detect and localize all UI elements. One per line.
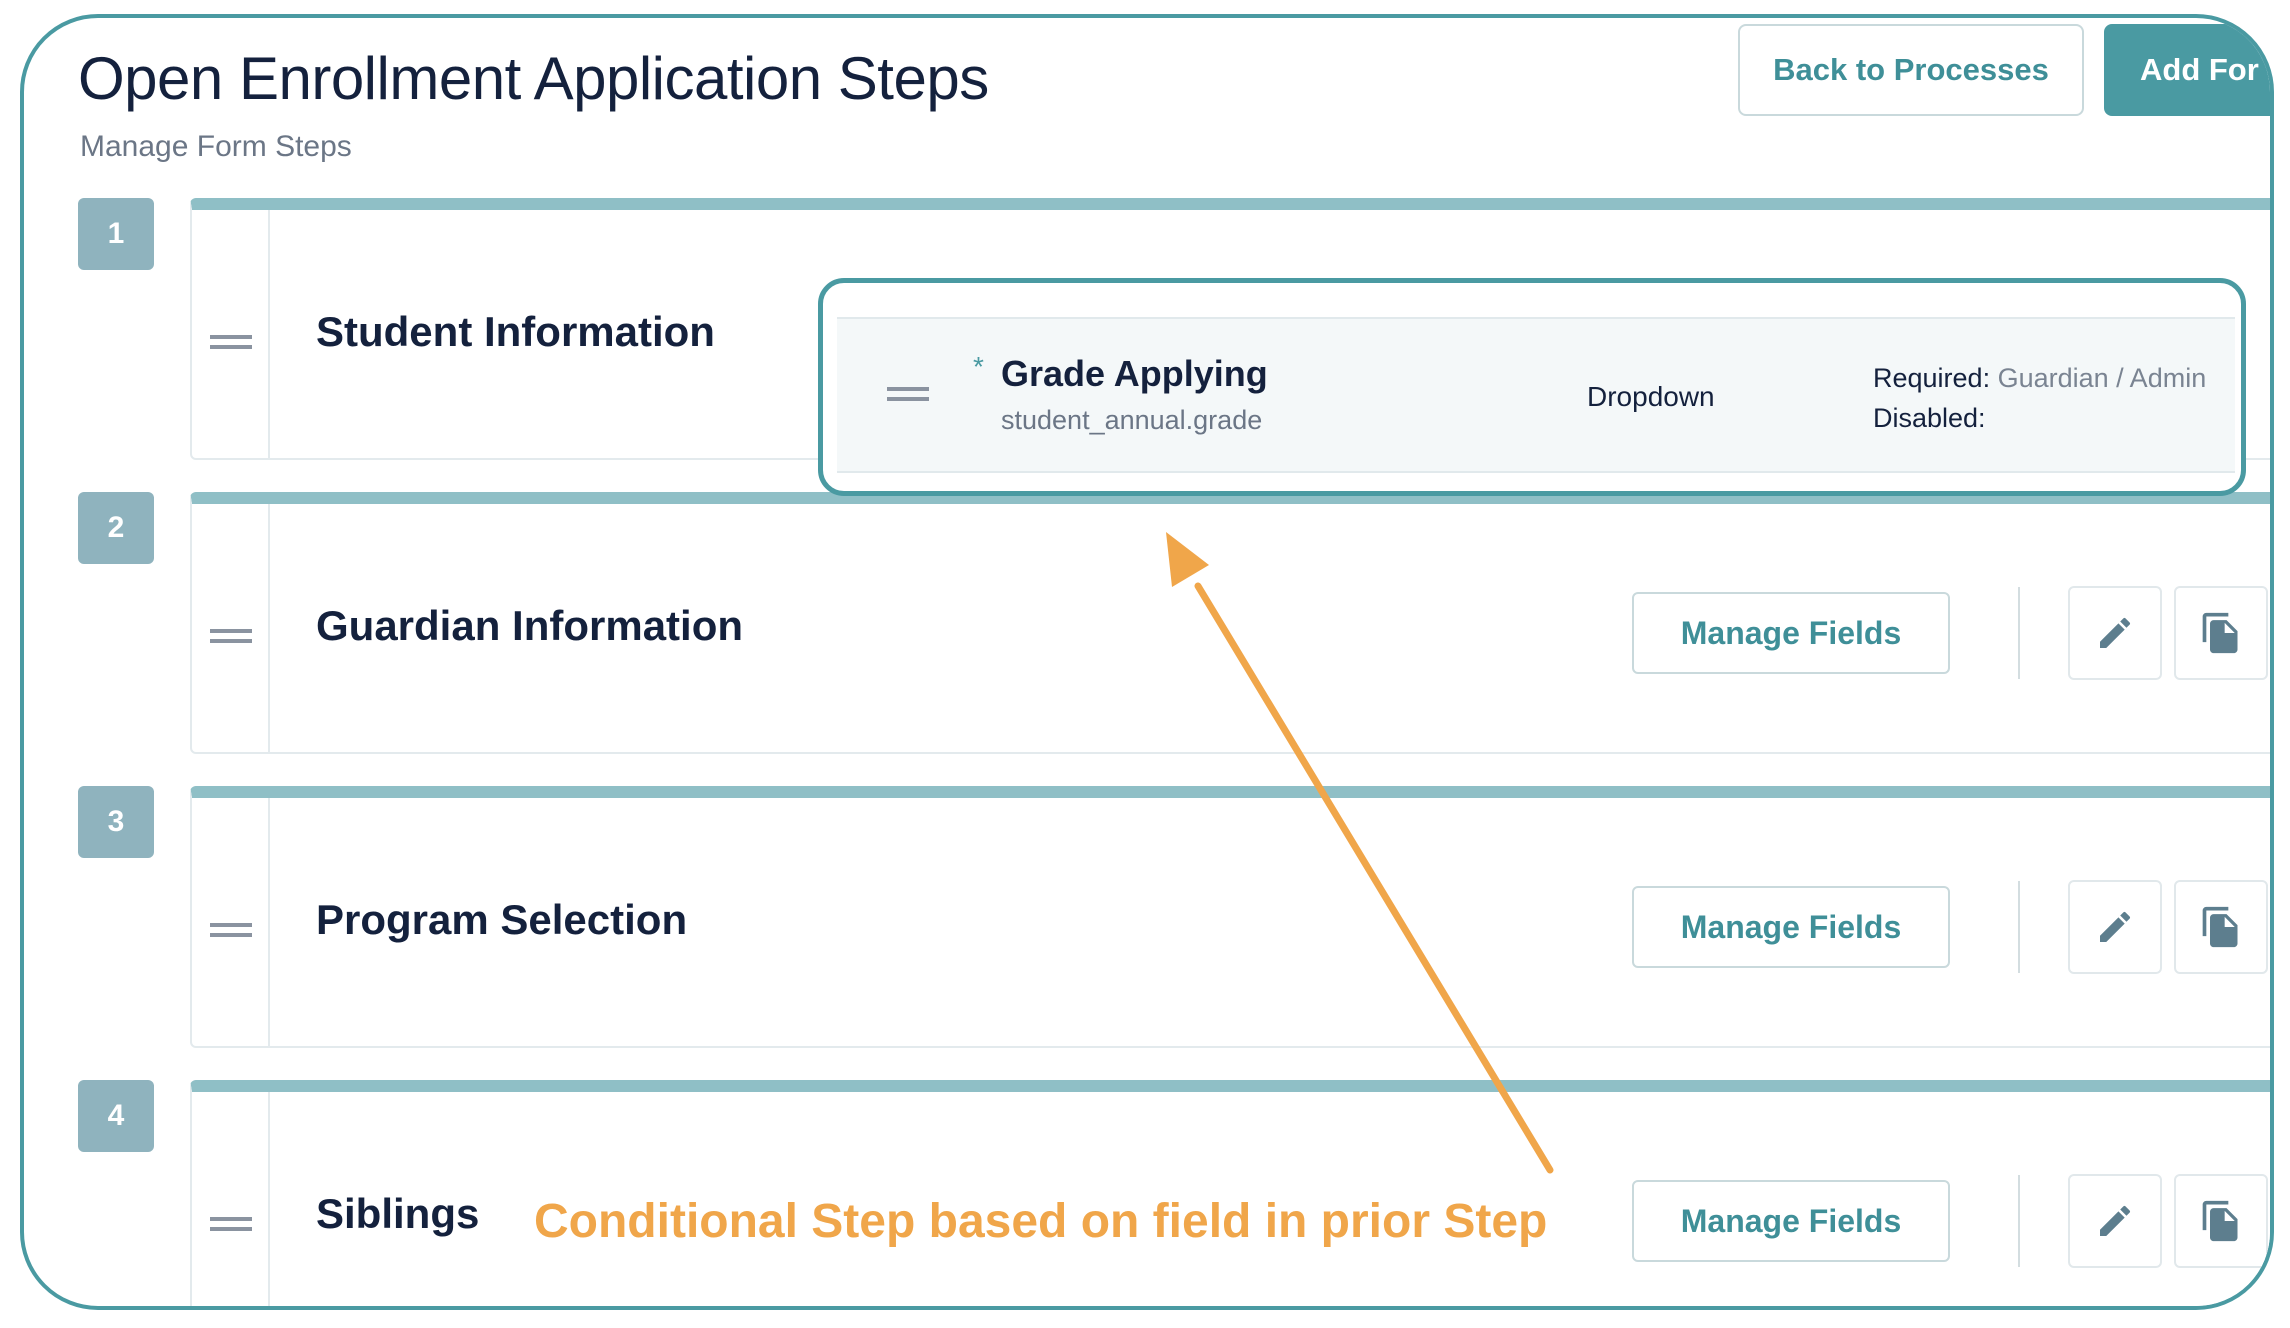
required-label: Required: (1873, 363, 1991, 393)
step-divider (268, 504, 270, 752)
separator (2018, 1175, 2020, 1267)
required-value: Guardian / Admin (1997, 363, 2207, 393)
page-subtitle: Manage Form Steps (80, 130, 352, 163)
field-required: Required: Guardian / Admin (1873, 363, 2206, 394)
step-title: Program Selection (316, 896, 688, 943)
step-number-badge: 4 (78, 1080, 154, 1152)
step-card-siblings: Siblings Manage Fields (190, 1080, 2270, 1306)
step-divider (268, 1092, 270, 1306)
step-number-badge: 1 (78, 198, 154, 270)
drag-handle-icon[interactable] (210, 629, 252, 643)
step-title: Siblings (316, 1190, 480, 1237)
drag-handle-icon[interactable] (210, 1217, 252, 1231)
copy-step-button[interactable] (2174, 880, 2268, 974)
field-key: student_annual.grade (1001, 405, 1263, 435)
step-card-program-selection: Program Selection Manage Fields (190, 786, 2270, 1048)
step-title: Guardian Information (316, 602, 744, 649)
step-card-guardian-information: Guardian Information Manage Fields (190, 492, 2270, 754)
copy-step-button[interactable] (2174, 586, 2268, 680)
edit-step-button[interactable] (2068, 1174, 2162, 1268)
drag-handle-icon[interactable] (887, 387, 929, 401)
back-to-processes-button[interactable]: Back to Processes (1738, 24, 2084, 116)
annotation-arrow (1166, 532, 1554, 1174)
drag-handle-icon[interactable] (210, 335, 252, 349)
step-title: Student Information (316, 308, 715, 355)
field-type: Dropdown (1587, 381, 1715, 412)
step-number-badge: 2 (78, 492, 154, 564)
field-callout: * Grade Applying student_annual.grade Dr… (818, 278, 2246, 496)
pencil-icon (2100, 1205, 2131, 1236)
add-form-button[interactable]: Add For (2104, 24, 2270, 116)
pencil-icon (2100, 911, 2131, 942)
edit-step-button[interactable] (2068, 880, 2162, 974)
pencil-icon (2100, 617, 2131, 648)
edit-step-button[interactable] (2068, 586, 2162, 680)
copy-icon (2202, 612, 2238, 654)
copy-step-button[interactable] (2174, 1174, 2268, 1268)
annotation-text: Conditional Step based on field in prior… (534, 1195, 1548, 1248)
copy-icon (2202, 1200, 2238, 1242)
separator (2018, 587, 2020, 679)
required-asterisk: * (973, 351, 984, 382)
separator (2018, 881, 2020, 973)
manage-fields-button[interactable]: Manage Fields (1632, 886, 1950, 968)
arrow-shaft (1194, 582, 1554, 1174)
step-divider (268, 210, 270, 458)
app-frame: Open Enrollment Application Steps Manage… (20, 14, 2274, 1310)
page-title: Open Enrollment Application Steps (78, 45, 989, 112)
manage-fields-button[interactable]: Manage Fields (1632, 1180, 1950, 1262)
field-row-grade-applying[interactable]: * Grade Applying student_annual.grade Dr… (837, 317, 2235, 473)
copy-icon (2202, 906, 2238, 948)
manage-fields-button[interactable]: Manage Fields (1632, 592, 1950, 674)
field-label: Grade Applying (1001, 353, 1268, 394)
arrow-head (1166, 532, 1209, 587)
step-number-badge: 3 (78, 786, 154, 858)
drag-handle-icon[interactable] (210, 923, 252, 937)
step-divider (268, 798, 270, 1046)
field-disabled: Disabled: (1873, 403, 1986, 433)
